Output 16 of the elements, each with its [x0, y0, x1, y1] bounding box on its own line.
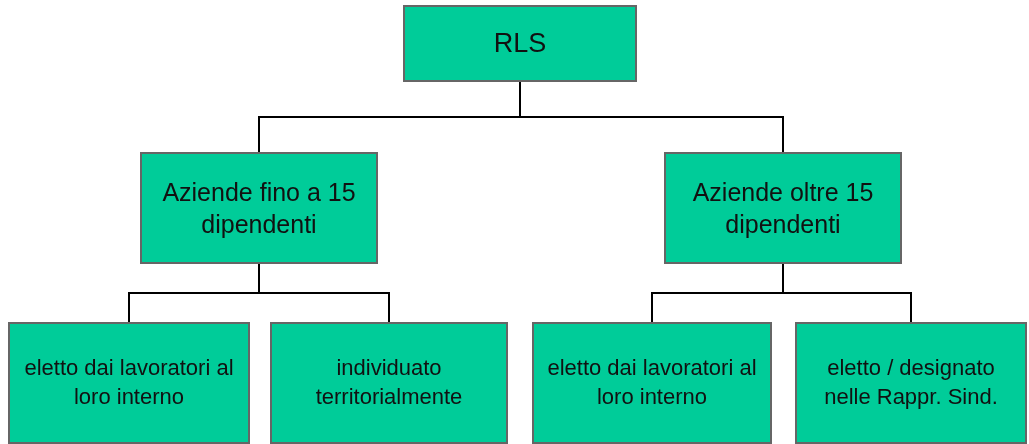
org-box	[270, 322, 508, 444]
box-label: eletto dai lavoratori al loro interno	[546, 354, 758, 411]
box-label: eletto dai lavoratori al loro interno	[23, 354, 235, 411]
box-label: eletto / designato nelle Rappr. Sind.	[823, 354, 999, 411]
org-box	[795, 322, 1027, 444]
org-box	[403, 5, 637, 82]
box-label: individuato territorialmente	[314, 354, 464, 411]
connector-line	[782, 263, 912, 323]
box-label: Aziende oltre 15 dipendenti	[691, 176, 875, 240]
box-label: RLS	[493, 26, 547, 60]
org-box	[532, 322, 772, 444]
org-box	[140, 152, 378, 264]
org-box	[664, 152, 902, 264]
box-label: Aziende fino a 15 dipendenti	[161, 176, 357, 240]
org-box	[8, 322, 250, 444]
connector-line	[519, 81, 784, 153]
